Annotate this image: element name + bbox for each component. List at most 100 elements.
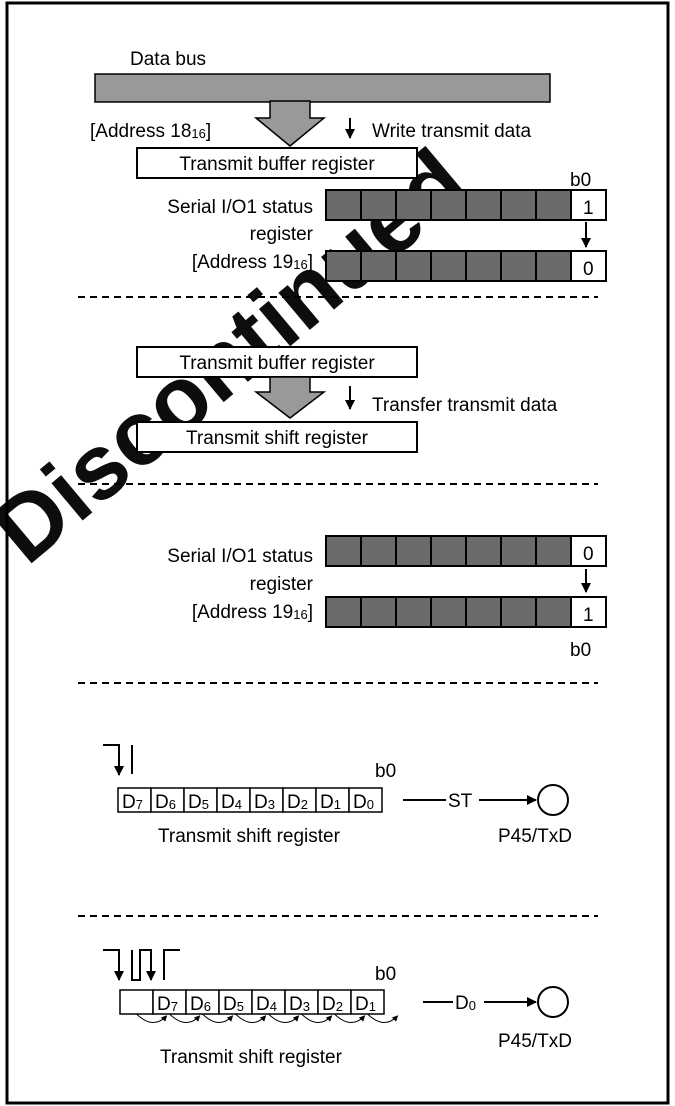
shift-cell-label: D0 (353, 792, 374, 813)
bit-cell (395, 535, 432, 567)
shift-cell-label: D1 (320, 792, 341, 813)
bit-cell (465, 250, 502, 282)
shift-cell (119, 989, 154, 1015)
bit-cell (430, 250, 467, 282)
shift-cell (117, 787, 152, 813)
bit-cell (465, 596, 502, 628)
transmit-buffer-register-label: Transmit buffer register (179, 154, 375, 175)
bit-b0-value: 1 (583, 605, 594, 626)
shift-cell (150, 787, 185, 813)
txd-pin-circle-2 (537, 986, 569, 1018)
bit-b0-value: 0 (583, 259, 594, 280)
shift-arc (268, 1013, 300, 1023)
bit-cell (500, 250, 537, 282)
status-register-after-2: 1 (325, 596, 607, 628)
transfer-transmit-data-label: Transfer transmit data (372, 395, 558, 416)
bit-cell (430, 189, 467, 221)
shift-cell-label: D5 (188, 792, 209, 813)
bit-cell (360, 250, 397, 282)
shift-in-marker-2 (163, 949, 180, 980)
shift-cell (282, 787, 317, 813)
data-bus (94, 73, 551, 103)
transmit-buffer-register-box (136, 147, 418, 179)
bit-b0-value: 1 (583, 198, 594, 219)
shift-cell (185, 989, 220, 1015)
b0-label-5: b0 (375, 964, 396, 985)
bit-cell (360, 535, 397, 567)
bit-cell (535, 535, 572, 567)
bit-cell (465, 189, 502, 221)
shift-cell-label: D7 (157, 994, 178, 1015)
bit-cell (500, 189, 537, 221)
b0-label-3: b0 (570, 640, 591, 661)
shift-cell-label: D7 (122, 792, 143, 813)
txd-pin-label: P45/TxD (498, 826, 572, 847)
status-address-label-2: [Address 1916] (192, 602, 313, 623)
transmit-shift-register-caption-2: Transmit shift register (160, 1047, 343, 1068)
shift-cell-label: D6 (155, 792, 176, 813)
bit-cell (360, 596, 397, 628)
shift-arc (301, 1013, 333, 1023)
shift-cell-label: D4 (221, 792, 242, 813)
shift-cell-label: D3 (289, 994, 310, 1015)
shift-arc (334, 1013, 366, 1023)
bit-cell (325, 596, 362, 628)
status-register-after: 0 (325, 250, 607, 282)
transmit-shift-register-caption: Transmit shift register (158, 826, 341, 847)
bit-b0-cell (570, 250, 607, 282)
status-register-before: 1 (325, 189, 607, 221)
shift-cell-label: D5 (223, 994, 244, 1015)
bit-cell (395, 250, 432, 282)
status-register-label-line2: register (250, 224, 314, 245)
shift-cell (183, 787, 218, 813)
shift-arc (202, 1013, 234, 1023)
transfer-down-arrow (253, 376, 327, 419)
bit-b0-cell (570, 535, 607, 567)
bit-cell (395, 189, 432, 221)
txd-pin-circle (537, 784, 569, 816)
shift-cell-label: D6 (190, 994, 211, 1015)
bit-cell (360, 189, 397, 221)
shift-cell-label: D2 (287, 792, 308, 813)
bit-cell (535, 250, 572, 282)
shift-cell (348, 787, 383, 813)
bit-cell (500, 596, 537, 628)
diagram-frame (5, 1, 670, 1105)
txd-pin-label-2: P45/TxD (498, 1031, 572, 1052)
bit-cell (430, 596, 467, 628)
data-bus-label: Data bus (130, 49, 206, 70)
b0-label-1: b0 (570, 170, 591, 191)
shift-arc (169, 1013, 201, 1023)
bit-cell (430, 535, 467, 567)
d0-output-label: D0 (455, 993, 476, 1014)
bit-cell (325, 535, 362, 567)
shift-cell-label: D2 (322, 994, 343, 1015)
shift-cell (249, 787, 284, 813)
st-label: ST (448, 791, 473, 812)
transmit-shift-register-bits-2: D7 D6 D5 D4 D3 D2 D1 (119, 989, 385, 1015)
bit-b0-cell (570, 596, 607, 628)
status-register-label-line1-2: Serial I/O1 status (167, 546, 313, 567)
shift-in-arrow-2a (103, 949, 124, 981)
transmit-shift-register-bits: D7 D6 D5 D4 D3 D2 D1 D0 (117, 787, 383, 813)
transmit-shift-register-label: Transmit shift register (186, 428, 369, 449)
transmit-buffer-register-box-2 (136, 346, 418, 378)
status-register-label-line1: Serial I/O1 status (167, 197, 313, 218)
shift-cell-label: D4 (256, 994, 277, 1015)
shift-in-arrow (103, 744, 124, 776)
status-register-before-2: 0 (325, 535, 607, 567)
bit-cell (325, 189, 362, 221)
address-18-label: [Address 1816] (90, 121, 211, 142)
transmit-shift-register-box (136, 421, 418, 453)
shift-cell-label: D1 (355, 994, 376, 1015)
bit-cell (465, 535, 502, 567)
shift-cell-label: D3 (254, 792, 275, 813)
shift-in-arrow-2b (131, 949, 156, 981)
b0-label-4: b0 (375, 761, 396, 782)
write-transmit-data-label: Write transmit data (372, 121, 532, 142)
shift-arc (136, 1013, 168, 1023)
shift-arcs (136, 1013, 399, 1023)
transmit-buffer-register-label-2: Transmit buffer register (179, 353, 375, 374)
bit-b0-value: 0 (583, 544, 594, 565)
